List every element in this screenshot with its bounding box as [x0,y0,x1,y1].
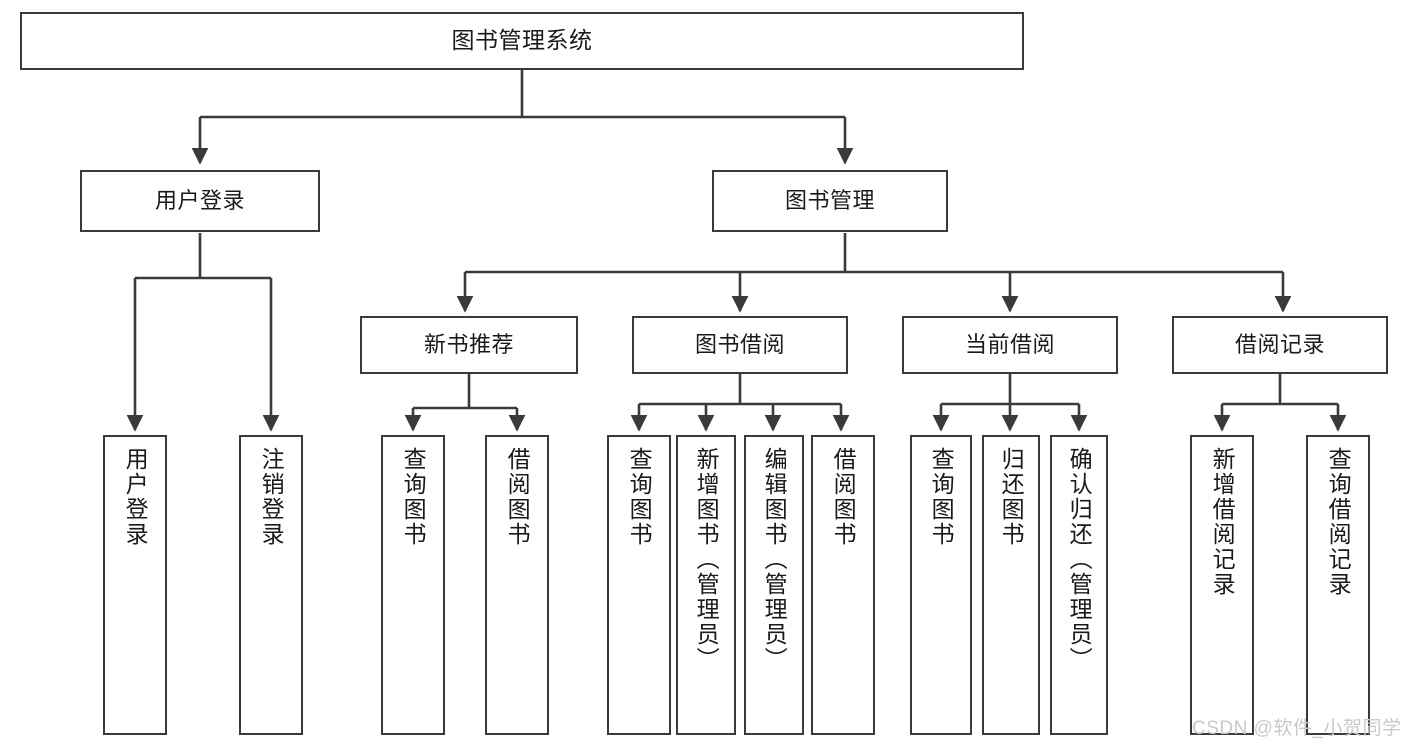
node-leaf-add-book[interactable]: 新增图书（管理员） [676,435,736,735]
node-book-borrow[interactable]: 图书借阅 [632,316,848,374]
node-current-borrow[interactable]: 当前借阅 [902,316,1118,374]
node-leaf-query-book-1-label: 查询图书 [400,447,427,547]
node-leaf-borrow-book-1[interactable]: 借阅图书 [485,435,549,735]
node-new-book-rec[interactable]: 新书推荐 [360,316,578,374]
node-leaf-user-logout[interactable]: 注销登录 [239,435,303,735]
node-borrow-record[interactable]: 借阅记录 [1172,316,1388,374]
csdn-watermark: CSDN @软件_小贺同学 [1192,718,1402,739]
node-leaf-add-record-label: 新增借阅记录 [1209,447,1236,597]
node-leaf-borrow-book-2[interactable]: 借阅图书 [811,435,875,735]
node-leaf-user-login-label: 用户登录 [122,447,149,547]
node-leaf-query-book-2[interactable]: 查询图书 [607,435,671,735]
node-leaf-query-book-2-label: 查询图书 [626,447,653,547]
node-borrow-record-label: 借阅记录 [1234,332,1325,358]
node-root-label: 图书管理系统 [451,27,593,54]
node-leaf-return-book-label: 归还图书 [998,447,1025,547]
node-leaf-query-book-3-label: 查询图书 [928,447,955,547]
node-leaf-edit-book[interactable]: 编辑图书（管理员） [744,435,804,735]
node-leaf-add-book-label: 新增图书（管理员） [693,447,720,672]
node-leaf-confirm-return-label: 确认归还（管理员） [1066,447,1093,672]
node-book-manage[interactable]: 图书管理 [712,170,948,232]
node-leaf-borrow-book-1-label: 借阅图书 [504,447,531,547]
node-book-borrow-label: 图书借阅 [694,332,785,358]
node-leaf-query-record-label: 查询借阅记录 [1325,447,1352,597]
node-leaf-user-logout-label: 注销登录 [258,447,285,547]
node-leaf-edit-book-label: 编辑图书（管理员） [761,447,788,672]
node-leaf-borrow-book-2-label: 借阅图书 [830,447,857,547]
node-leaf-user-login[interactable]: 用户登录 [103,435,167,735]
node-leaf-query-book-1[interactable]: 查询图书 [381,435,445,735]
node-leaf-query-book-3[interactable]: 查询图书 [910,435,972,735]
node-leaf-return-book[interactable]: 归还图书 [982,435,1040,735]
node-user-login-label: 用户登录 [154,188,245,214]
node-book-manage-label: 图书管理 [784,188,875,214]
node-user-login[interactable]: 用户登录 [80,170,320,232]
node-new-book-rec-label: 新书推荐 [423,332,514,358]
node-leaf-query-record[interactable]: 查询借阅记录 [1306,435,1370,735]
node-leaf-add-record[interactable]: 新增借阅记录 [1190,435,1254,735]
node-root[interactable]: 图书管理系统 [20,12,1024,70]
node-current-borrow-label: 当前借阅 [964,332,1055,358]
node-leaf-confirm-return[interactable]: 确认归还（管理员） [1050,435,1108,735]
